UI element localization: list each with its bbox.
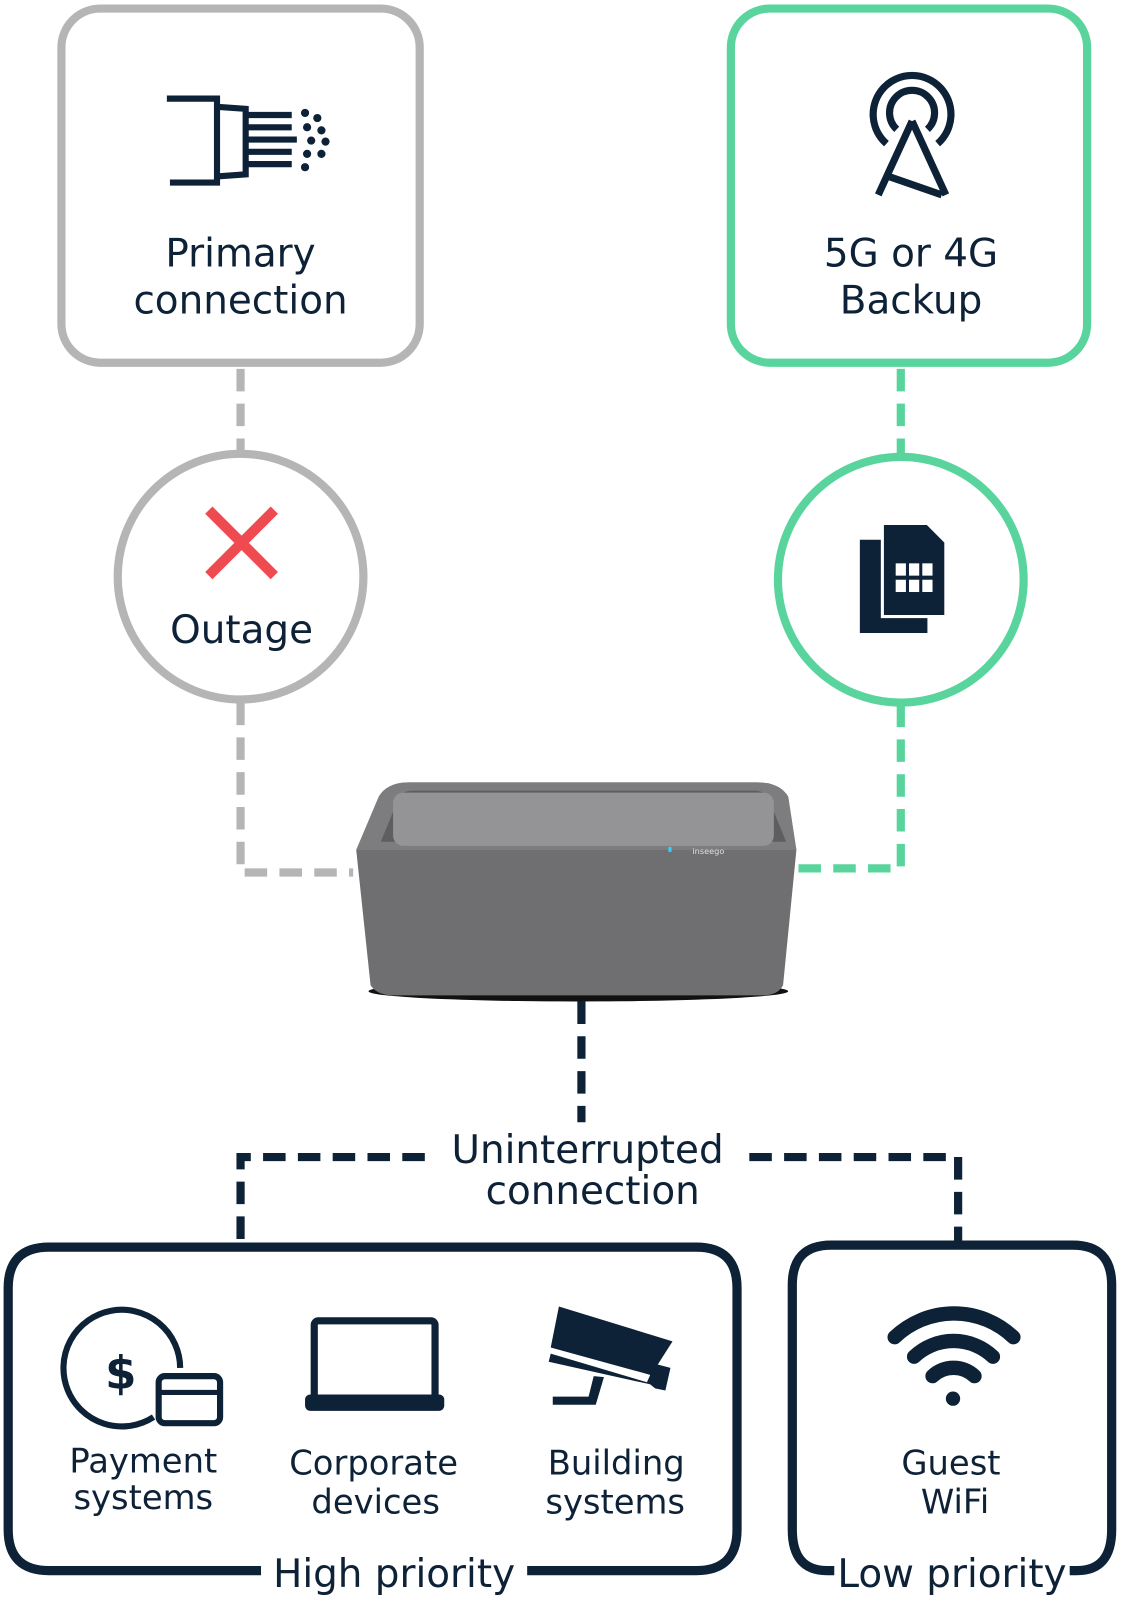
primary-label-line2: connection <box>133 279 347 324</box>
building-label-line2: systems <box>545 1482 685 1521</box>
laptop-icon <box>305 1317 445 1411</box>
uninterrupted-line1: Uninterrupted <box>452 1128 724 1173</box>
corporate-label-line1: Corporate <box>289 1443 458 1482</box>
x-icon <box>205 506 278 580</box>
primary-connection-box: Primary connection <box>57 4 424 367</box>
payment-label-line2: systems <box>73 1478 213 1517</box>
cell-tower-icon <box>869 71 955 199</box>
payment-icon: $ <box>60 1306 224 1430</box>
high-priority-label: High priority <box>273 1552 515 1597</box>
primary-connector <box>236 368 354 877</box>
outage-circle: Outage <box>113 449 368 704</box>
sim-circle <box>773 452 1028 707</box>
inseego-router-device: inseego <box>356 782 797 1002</box>
outage-label: Outage <box>170 608 313 653</box>
backup-connector <box>793 368 905 873</box>
low-priority-label: Low priority <box>837 1552 1066 1597</box>
uninterrupted-line2: connection <box>486 1169 700 1214</box>
device-brand-label: inseego <box>692 846 724 856</box>
backup-box: 5G or 4G Backup <box>726 4 1092 367</box>
output-connector <box>236 1001 963 1246</box>
wifi-icon <box>887 1306 1021 1406</box>
backup-label-line2: Backup <box>840 279 983 324</box>
corporate-label-line2: devices <box>311 1482 440 1521</box>
low-priority-group: Low priority Guest WiFi <box>787 1240 1117 1597</box>
payment-label-line1: Payment <box>69 1441 217 1480</box>
high-priority-group: High priority $ Payment systems Corporat… <box>3 1242 742 1597</box>
dollar-sign: $ <box>105 1346 136 1399</box>
guest-label-line1: Guest <box>901 1443 1000 1482</box>
security-camera-icon <box>548 1306 673 1405</box>
backup-label-line1: 5G or 4G <box>824 231 998 276</box>
fiber-optic-icon <box>166 95 330 186</box>
primary-label-line1: Primary <box>165 231 315 276</box>
building-label-line1: Building <box>548 1443 685 1482</box>
guest-label-line2: WiFi <box>921 1482 989 1521</box>
sim-card-icon <box>859 521 948 633</box>
